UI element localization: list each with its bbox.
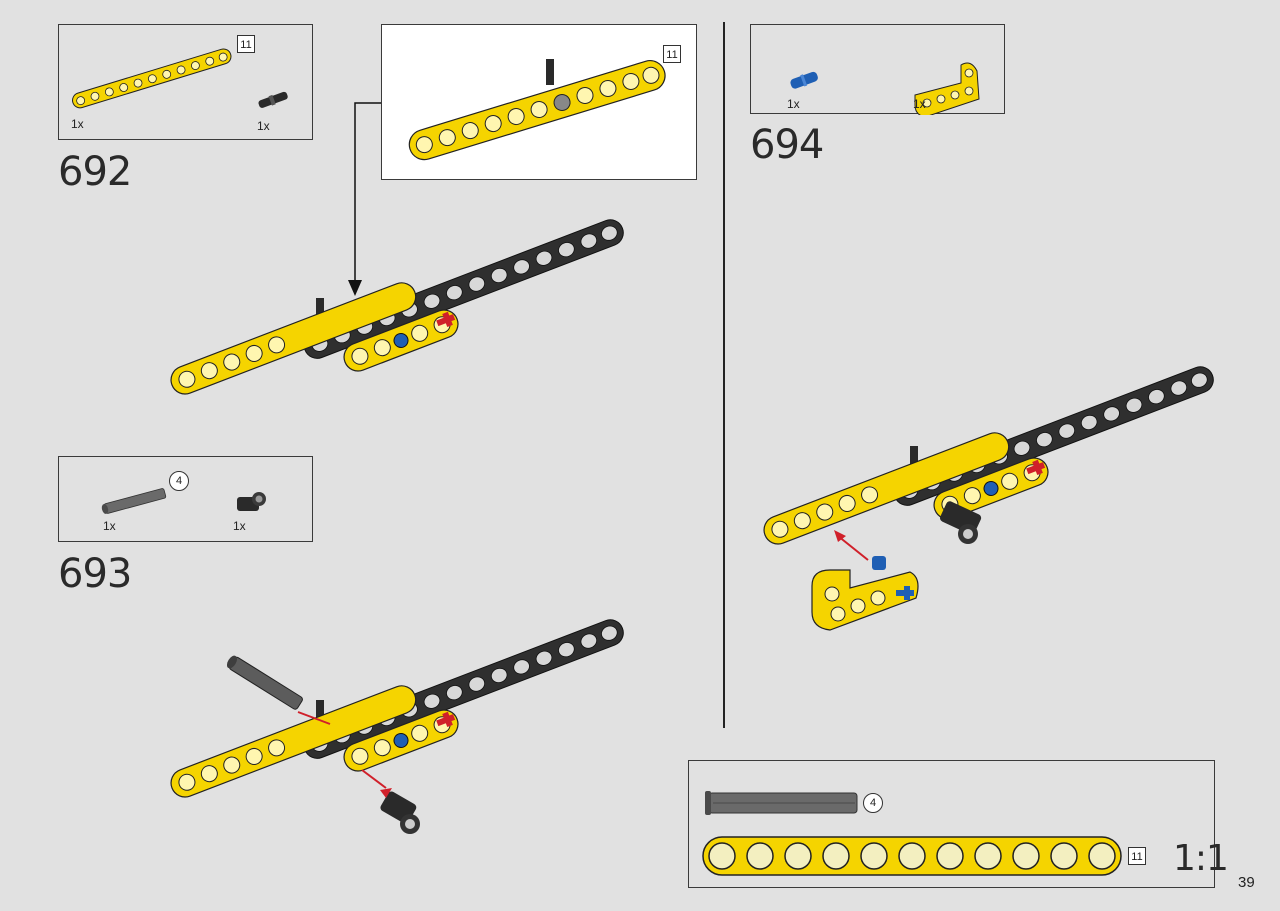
step-692-parts-list: 1x 1x 11 — [58, 24, 313, 140]
yellow-l-beam-icon — [914, 62, 980, 118]
axle-length-badge: 4 — [169, 471, 189, 491]
step-693-parts-drawing — [101, 488, 266, 514]
black-pin-icon — [258, 91, 288, 108]
callout-drawing — [408, 59, 666, 161]
yellow-beam-11-icon — [72, 48, 232, 109]
yellow-beam-11-icon — [702, 836, 1122, 876]
step-692-callout: 11 — [381, 24, 697, 180]
beam-length-badge: 11 — [1128, 847, 1146, 865]
step-number: 693 — [58, 551, 132, 597]
pin-icon — [546, 59, 554, 85]
beam-length-badge: 11 — [663, 45, 681, 63]
gray-axle-4-icon — [705, 791, 858, 815]
step-693-parts-list: 1x 1x 4 — [58, 456, 313, 542]
step-693-assembly — [166, 615, 628, 834]
step-number: 694 — [750, 122, 824, 168]
step-number: 692 — [58, 149, 132, 195]
part-qty: 1x — [233, 519, 246, 533]
step-692-parts-drawing — [72, 48, 288, 109]
black-axle-connector-icon — [380, 791, 420, 834]
part-qty: 1x — [787, 97, 800, 111]
part-qty: 1x — [913, 97, 926, 111]
step-692-assembly — [166, 102, 628, 399]
part-qty: 1x — [71, 117, 84, 131]
yellow-l-beam-icon — [811, 556, 919, 631]
scale-label: 1:1 — [1173, 838, 1229, 879]
part-qty: 1x — [103, 519, 116, 533]
blue-pin-icon — [790, 71, 818, 89]
gray-axle-4-icon — [101, 488, 167, 514]
axle-length-badge: 4 — [863, 793, 883, 813]
part-qty: 1x — [257, 119, 270, 133]
page-number: 39 — [1238, 874, 1255, 891]
scale-reference-box: 4 11 1:1 — [688, 760, 1229, 888]
column-divider — [723, 22, 725, 728]
yellow-beam-11-icon — [408, 60, 666, 161]
step-694-assembly — [759, 362, 1218, 631]
scale-reference-drawing — [702, 791, 1122, 876]
black-axle-connector-icon — [237, 492, 266, 511]
gray-axle-icon — [226, 655, 303, 710]
beam-length-badge: 11 — [237, 35, 255, 53]
step-694-parts-list: 1x 1x — [750, 24, 1005, 118]
step-694-parts-drawing — [790, 62, 980, 118]
